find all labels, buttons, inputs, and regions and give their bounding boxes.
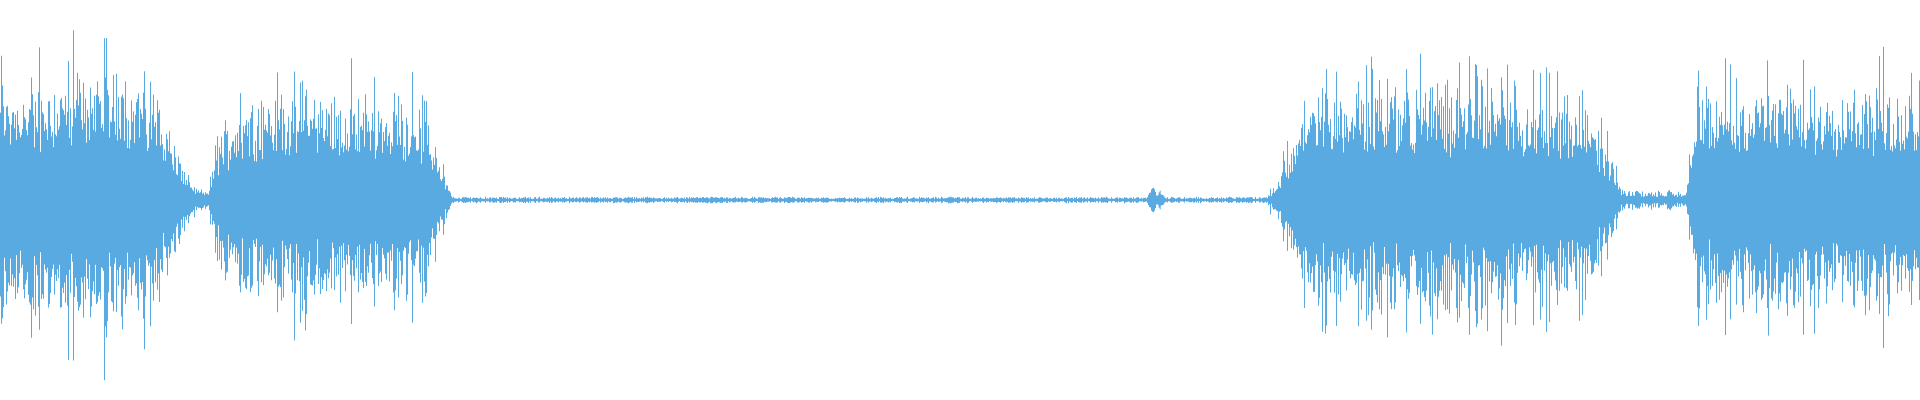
waveform-path bbox=[0, 30, 1920, 381]
waveform-samples bbox=[0, 30, 1920, 381]
